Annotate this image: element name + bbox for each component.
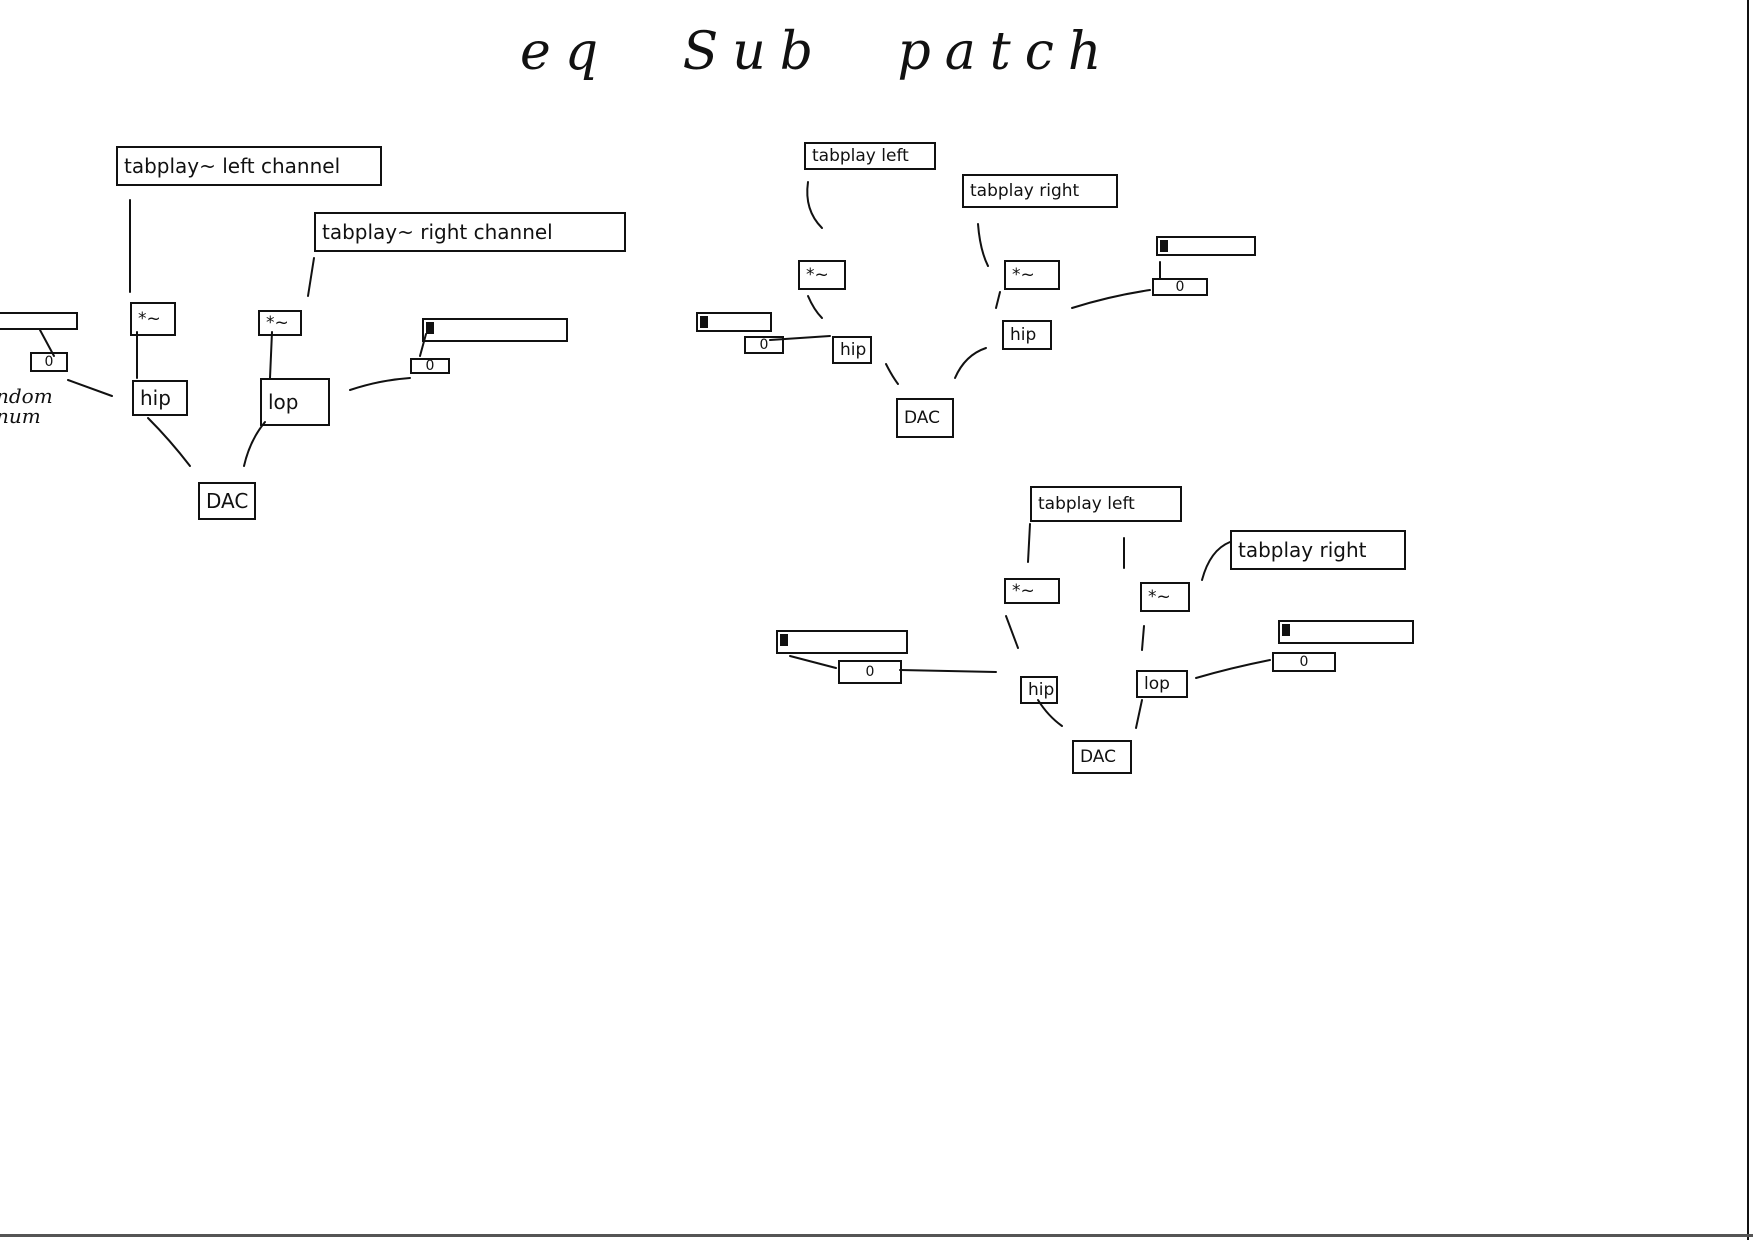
p3-right-number-box[interactable]: 0 xyxy=(1272,652,1336,672)
dac-object[interactable]: DAC xyxy=(198,482,256,520)
p2-left-slider[interactable] xyxy=(696,312,772,332)
left-number-box[interactable]: 0 xyxy=(30,352,68,372)
cord-p2-hip-right-to-dac xyxy=(954,347,987,379)
p3-tabplay-right-object[interactable]: tabplay right xyxy=(1230,530,1406,570)
p3-multiply-left-object[interactable]: *~ xyxy=(1004,578,1060,604)
tabplay-left-object[interactable]: tabplay~ left channel xyxy=(116,146,382,186)
right-slider[interactable] xyxy=(422,318,568,342)
p2-multiply-right-object[interactable]: *~ xyxy=(1004,260,1060,290)
p2-hip-left-object[interactable]: hip xyxy=(832,336,872,364)
left-slider[interactable] xyxy=(0,312,78,330)
cord-p3-mul-right-to-lop xyxy=(1141,625,1145,651)
cord-num-left-to-hip xyxy=(67,379,113,397)
hip-filter-object[interactable]: hip xyxy=(132,380,188,416)
cord-p3-num-right-to-lop xyxy=(1195,659,1271,679)
cord-right-slider-to-num xyxy=(419,333,427,357)
cord-p2-num-right-to-hip xyxy=(1071,289,1151,309)
p3-right-slider[interactable] xyxy=(1278,620,1414,644)
cord-p2-hip-left-to-dac xyxy=(885,363,899,385)
cord-hip-to-dac xyxy=(147,417,191,467)
slider-knob xyxy=(426,322,434,334)
p3-dac-object[interactable]: DAC xyxy=(1072,740,1132,774)
p2-right-slider[interactable] xyxy=(1156,236,1256,256)
p3-tabplay-left-object[interactable]: tabplay left xyxy=(1030,486,1182,522)
p2-tabplay-right-object[interactable]: tabplay right xyxy=(962,174,1118,208)
cord-mul-right-to-lop xyxy=(269,331,273,379)
cord-p3-lop-to-dac xyxy=(1135,699,1143,729)
lop-filter-object[interactable]: lop xyxy=(260,378,330,426)
handwritten-note: ndom num xyxy=(0,384,53,428)
p2-left-number-box[interactable]: 0 xyxy=(744,336,784,354)
p2-dac-object[interactable]: DAC xyxy=(896,398,954,438)
slider-knob xyxy=(1160,240,1168,252)
cord-lop-to-dac xyxy=(243,421,266,467)
slider-knob xyxy=(1282,624,1290,636)
p3-multiply-right-object[interactable]: *~ xyxy=(1140,582,1190,612)
p3-left-slider[interactable] xyxy=(776,630,908,654)
slider-knob xyxy=(700,316,708,328)
multiply-left-object[interactable]: *~ xyxy=(130,302,176,336)
cord-tabplay-right-to-mul xyxy=(307,257,315,297)
p3-lop-object[interactable]: lop xyxy=(1136,670,1188,698)
cord-p3-tabplay-left-to-mul xyxy=(1027,523,1031,563)
cord-num-right-to-lop xyxy=(349,377,411,391)
multiply-right-object[interactable]: *~ xyxy=(258,310,302,336)
cord-p2-mul-right-to-hip xyxy=(995,291,1001,309)
scan-edge xyxy=(0,1234,1753,1237)
page-title: eq Sub patch xyxy=(520,22,1116,82)
p3-hip-object[interactable]: hip xyxy=(1020,676,1058,704)
cord-p3-num-left-to-hip xyxy=(899,669,997,673)
cord-left-slider-to-num xyxy=(39,329,55,357)
p2-right-number-box[interactable]: 0 xyxy=(1152,278,1208,296)
page-edge xyxy=(1747,0,1749,1240)
cord-p2-tabplay-right-to-mul xyxy=(977,223,989,267)
cord-p2-tabplay-left-to-mul xyxy=(806,181,823,229)
cord-p2-mul-left-to-hip xyxy=(807,295,823,319)
p3-left-number-box[interactable]: 0 xyxy=(838,660,902,684)
tabplay-right-object[interactable]: tabplay~ right channel xyxy=(314,212,626,252)
p2-tabplay-left-object[interactable]: tabplay left xyxy=(804,142,936,170)
cord-p3-left-slider-to-num xyxy=(789,655,837,669)
cord-p3-right-tabplay-to-mul xyxy=(1201,541,1231,581)
cord-p2-num-left-to-hip xyxy=(769,335,831,341)
p2-hip-right-object[interactable]: hip xyxy=(1002,320,1052,350)
slider-knob xyxy=(780,634,788,646)
cord-p3-mul-left-to-hip xyxy=(1005,615,1019,649)
right-number-box[interactable]: 0 xyxy=(410,358,450,374)
p2-multiply-left-object[interactable]: *~ xyxy=(798,260,846,290)
